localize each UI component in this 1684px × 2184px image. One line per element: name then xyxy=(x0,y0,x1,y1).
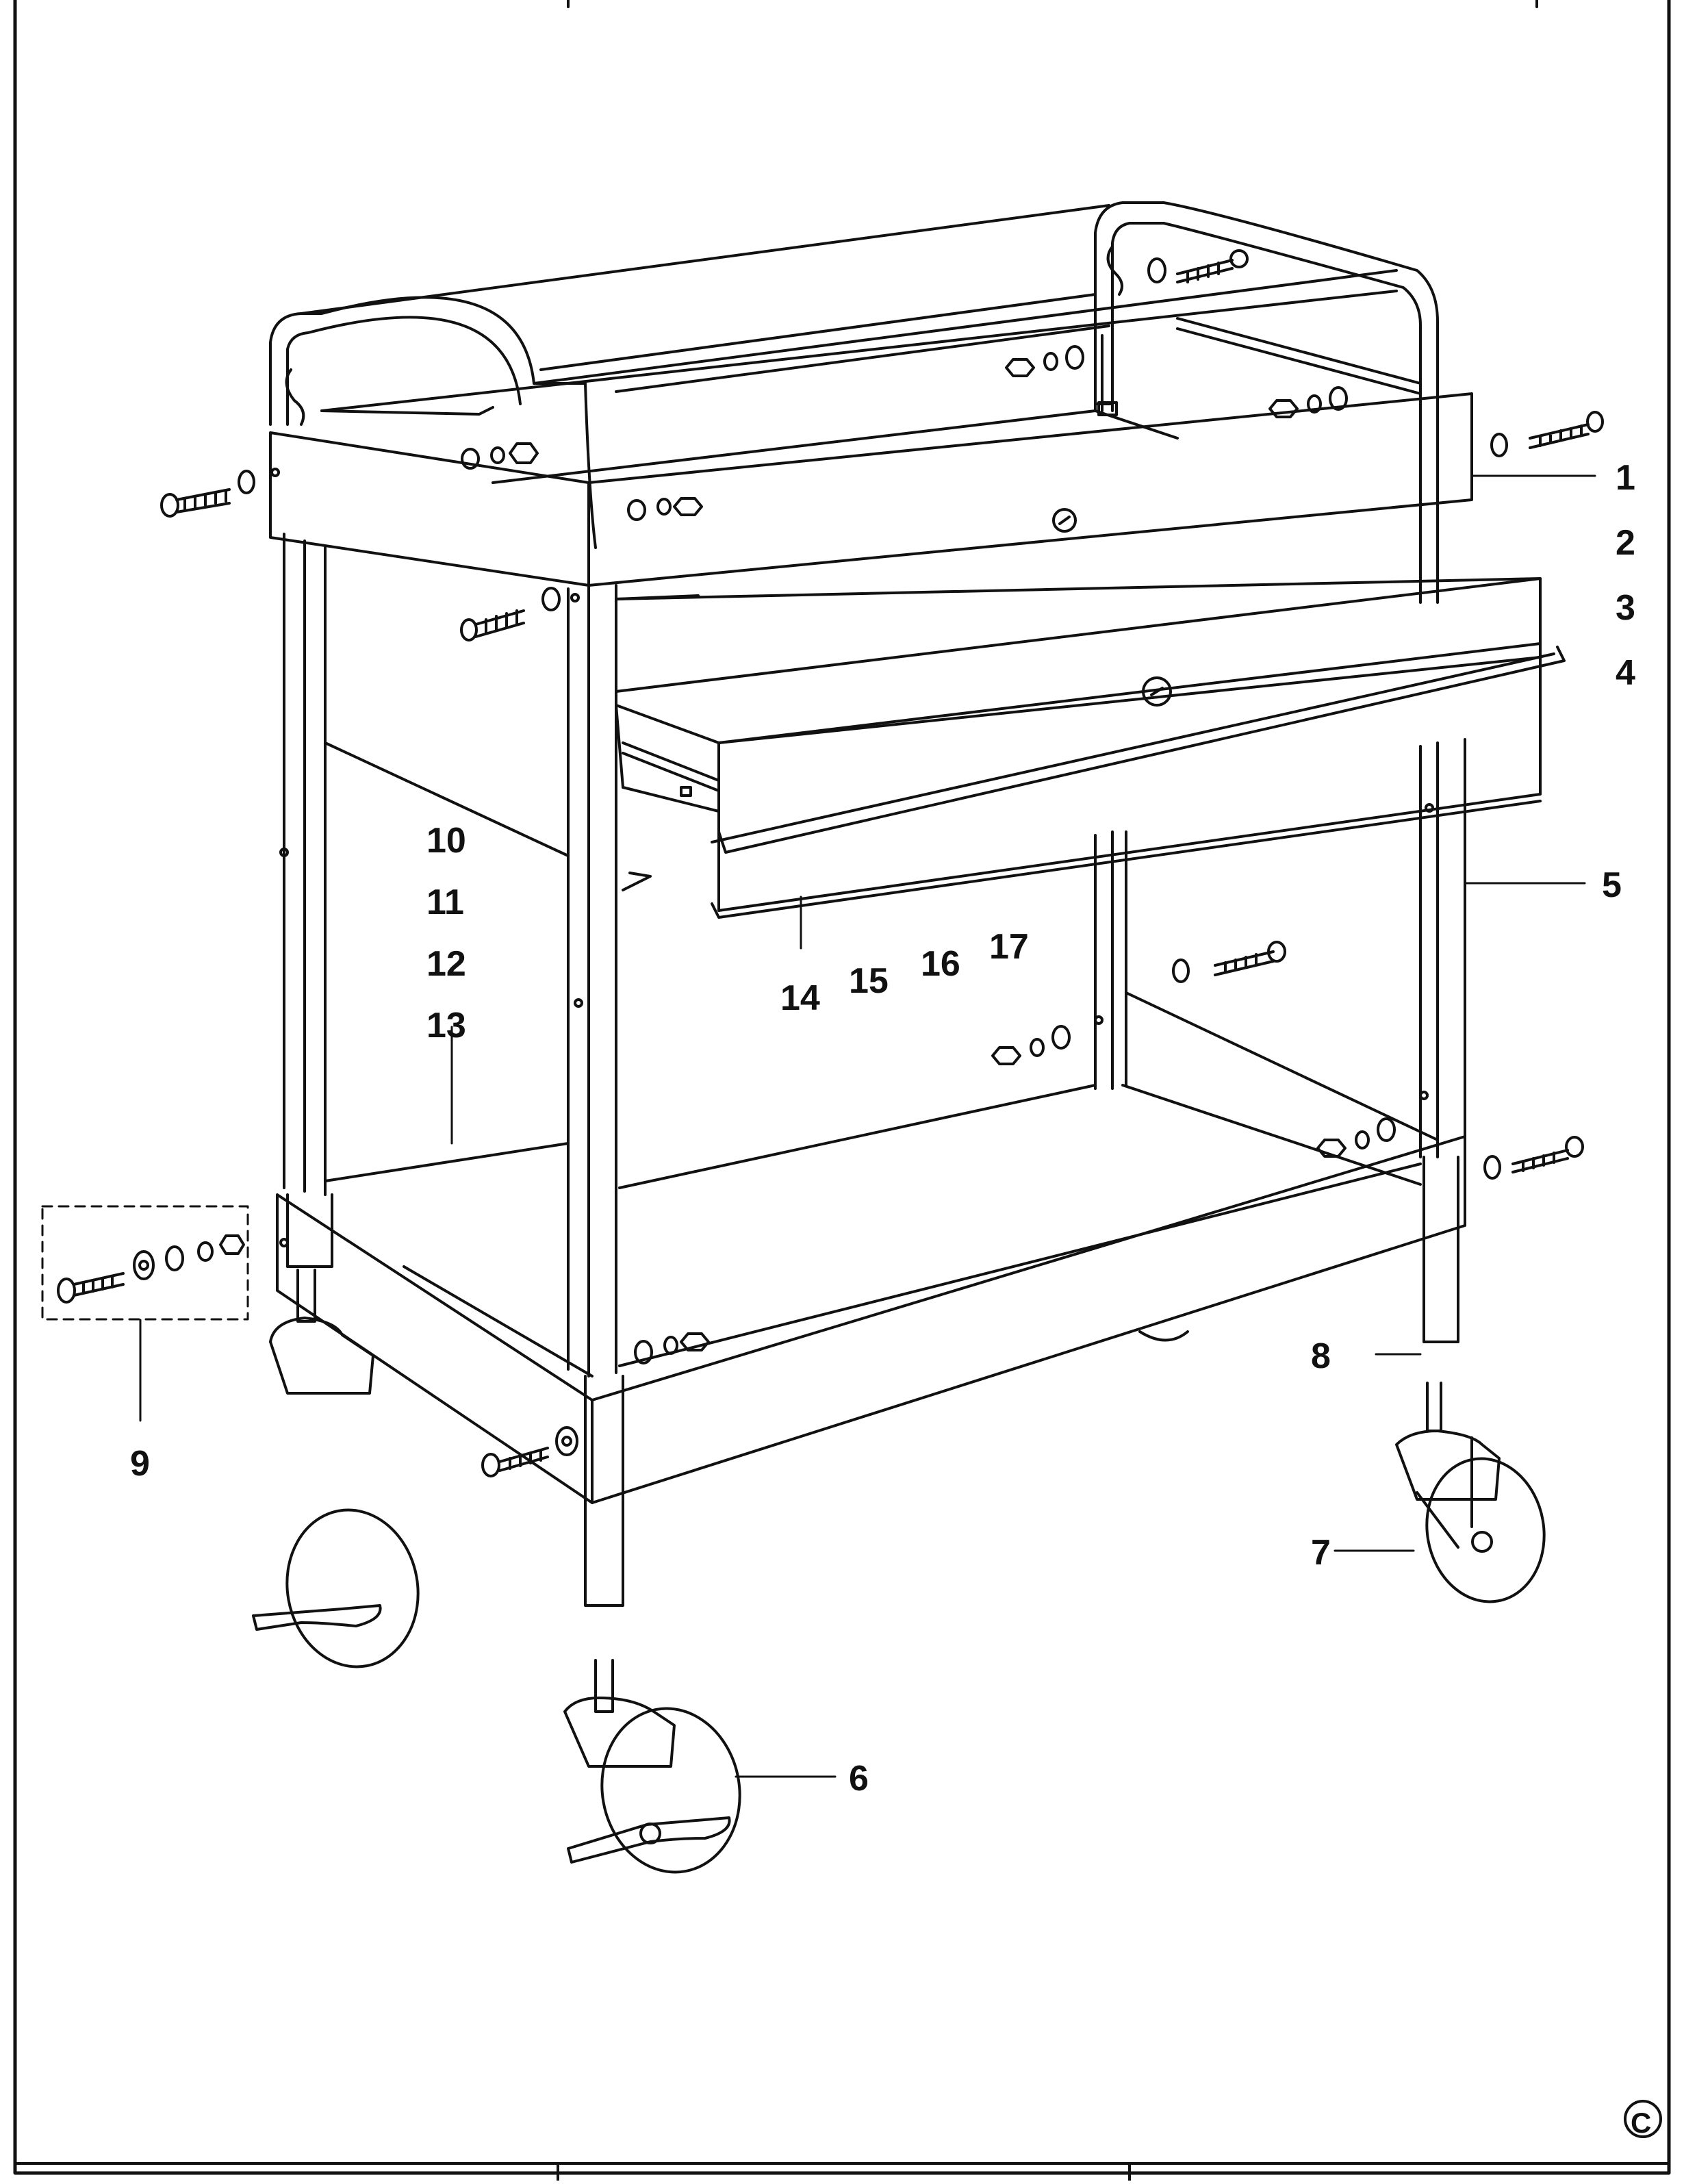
callout-7: 7 xyxy=(1311,1533,1331,1573)
callout-5: 5 xyxy=(1602,865,1622,905)
callout-13: 13 xyxy=(426,1006,466,1045)
callout-11: 11 xyxy=(426,883,464,922)
callout-3: 3 xyxy=(1616,588,1635,628)
fastener-kit-box xyxy=(41,1205,249,1321)
callout-4: 4 xyxy=(1616,653,1635,693)
frame-legs xyxy=(279,533,1466,1377)
top-tray xyxy=(269,392,1473,587)
copyright-mark: C xyxy=(1624,2100,1662,2139)
callout-9: 9 xyxy=(130,1444,150,1484)
drawer xyxy=(615,577,1566,919)
callout-labels: 1 2 3 4 5 6 7 8 9 10 11 12 13 14 15 16 1… xyxy=(130,458,1635,1799)
callout-2: 2 xyxy=(1616,523,1635,563)
top-handle-frame xyxy=(269,201,1439,604)
fasteners xyxy=(160,249,1604,1477)
callout-17: 17 xyxy=(989,927,1029,967)
callout-1: 1 xyxy=(1616,458,1635,498)
callout-16: 16 xyxy=(921,944,960,984)
copyright-symbol: C xyxy=(1631,2107,1651,2139)
casters xyxy=(252,1156,1546,1874)
bottom-tray xyxy=(276,991,1466,1504)
callout-15: 15 xyxy=(849,961,889,1001)
page-frame xyxy=(13,0,1671,2182)
callout-8: 8 xyxy=(1311,1336,1331,1376)
callout-12: 12 xyxy=(426,944,466,984)
callout-10: 10 xyxy=(426,821,466,861)
callout-6: 6 xyxy=(849,1759,869,1799)
callout-14: 14 xyxy=(780,978,820,1018)
leader-lines xyxy=(139,474,1596,1778)
